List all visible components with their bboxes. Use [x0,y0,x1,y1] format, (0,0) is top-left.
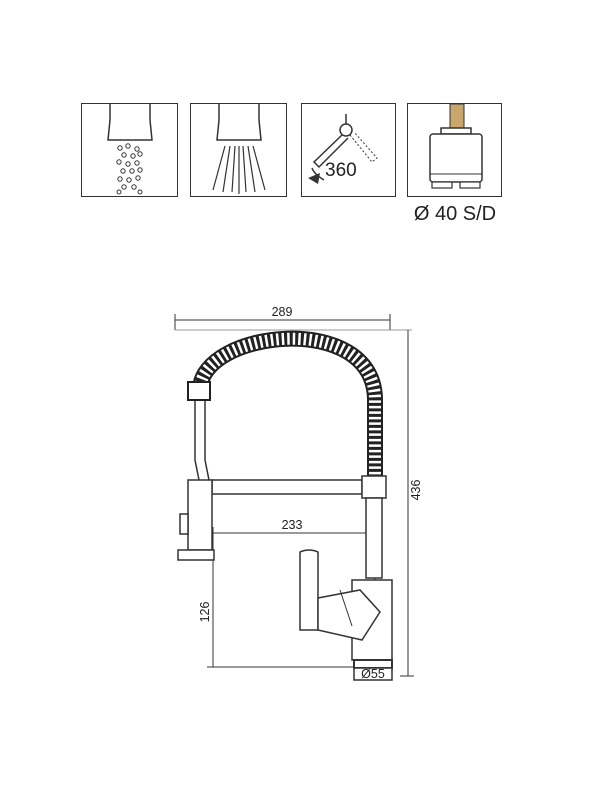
base-diameter-box [353,667,393,681]
faucet-dimension-drawing: 289 436 233 126 Ø55 [174,305,423,681]
spray-head [177,479,215,561]
aerated-spray-panel [81,103,178,197]
cartridge-label: Ø 40 S/D [413,203,497,225]
aerated-spray-icon [107,104,153,195]
faucet-body [299,549,393,661]
cartridge-icon [429,104,483,189]
height-label: 436 [409,480,423,501]
rotation-label: 360 [325,160,357,181]
width-label: 289 [272,305,293,319]
base-diameter-label: Ø55 [361,667,385,681]
rotation-360-icon [308,114,378,184]
shower-spray-icon [212,104,266,194]
support-arm [211,479,363,495]
hose-connector [187,381,211,401]
spring-coil [192,330,383,480]
faucet-column [365,497,383,579]
cartridge-panel [407,103,502,197]
spout-height-label: 126 [198,602,212,623]
lever-handle [299,549,319,631]
shower-spray-panel [190,103,287,197]
rotation-panel [301,103,396,197]
reach-label: 233 [282,518,303,532]
